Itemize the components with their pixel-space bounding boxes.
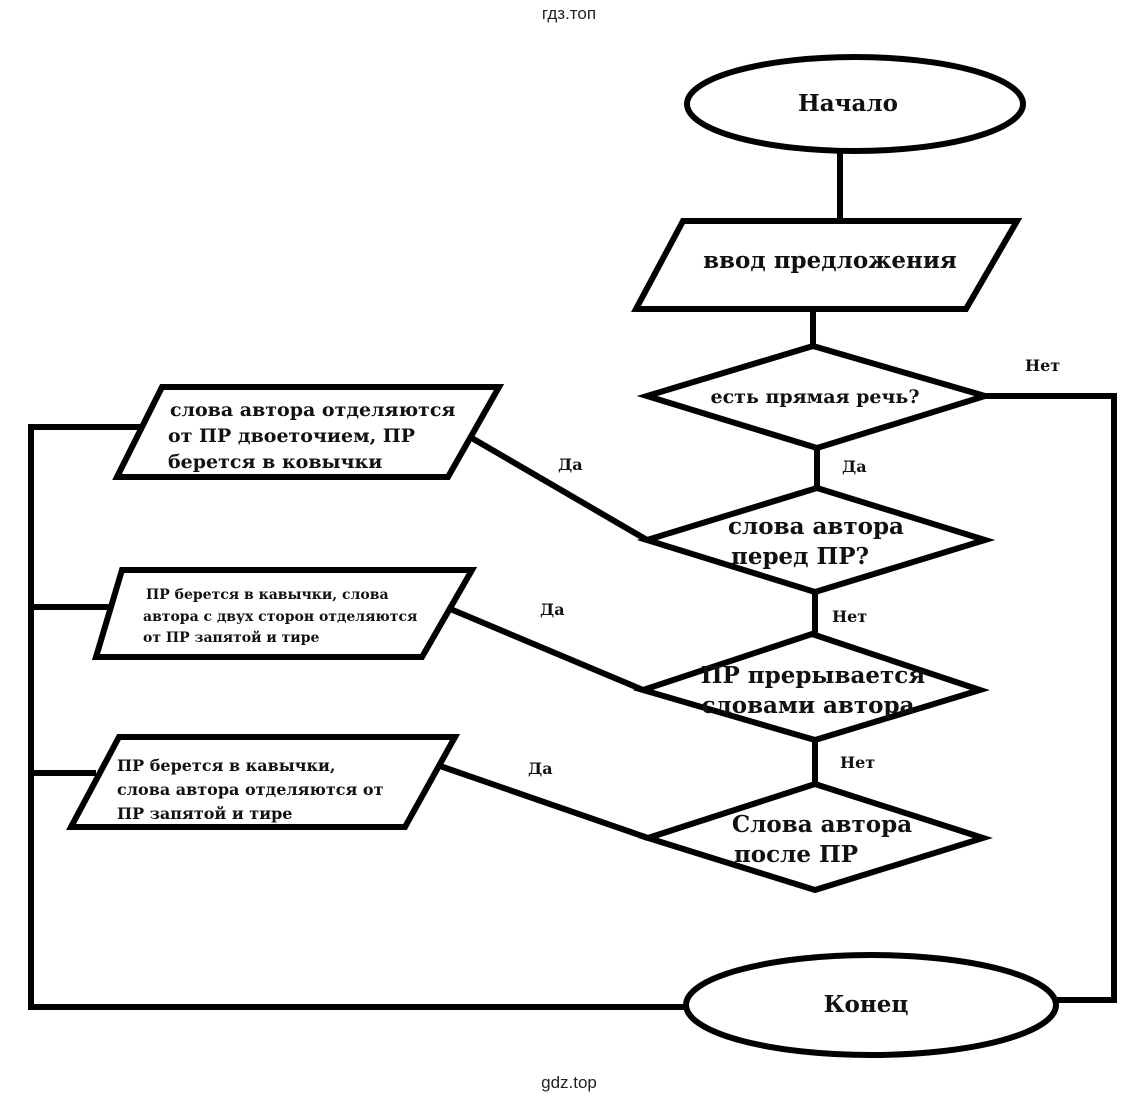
outcome-both-sides-line-2: автора с двух сторон отделяются xyxy=(143,609,417,625)
decision-author-after-line-1: Слова автора xyxy=(732,811,912,838)
label-yes-2: Да xyxy=(558,455,583,474)
outcome-both-sides: ПР берется в кавычки, слова автора с дву… xyxy=(91,567,478,660)
label-no-3: Нет xyxy=(840,753,875,772)
connector-yes-to-outcome-2 xyxy=(446,605,645,693)
input-label: ввод предложения xyxy=(703,247,957,274)
end-label: Конец xyxy=(824,991,909,1018)
end-terminal: Конец xyxy=(683,952,1059,1058)
watermark-top: гдз.топ xyxy=(541,4,597,23)
watermark-bottom: gdz.top xyxy=(541,1073,597,1092)
outcome-colon-quotes-line-3: берется в ковычки xyxy=(168,451,382,473)
decision-author-after: Слова автора после ПР xyxy=(638,780,993,894)
label-yes-3: Да xyxy=(540,600,565,619)
decision-interrupted-line-2: словами автора xyxy=(702,692,915,719)
outcome-colon-quotes-line-1: слова автора отделяются xyxy=(170,399,455,421)
outcome-both-sides-line-3: от ПР запятой и тире xyxy=(143,629,319,646)
label-yes-4: Да xyxy=(528,759,553,778)
outcome-colon-quotes: слова автора отделяются от ПР двоеточием… xyxy=(112,384,505,480)
connector-yes-to-outcome-3 xyxy=(439,763,649,841)
decision-has-direct-speech-label: есть прямая речь? xyxy=(711,386,920,408)
decision-interrupted-line-1: ПР прерывается xyxy=(701,662,925,689)
label-no-2: Нет xyxy=(832,607,867,626)
decision-author-after-line-2: после ПР xyxy=(734,841,858,868)
start-terminal: Начало xyxy=(684,54,1026,154)
decision-interrupted: ПР прерывается словами автора xyxy=(632,630,990,744)
input-block: ввод предложения xyxy=(630,218,1023,312)
decision-author-before-line-2: перед ПР? xyxy=(731,543,869,570)
outcome-after-line-1: ПР берется в кавычки, xyxy=(117,756,335,775)
label-yes-1: Да xyxy=(842,457,867,476)
decision-author-before-line-1: слова автора xyxy=(728,513,904,540)
connectors xyxy=(28,152,1117,1010)
label-no-1: Нет xyxy=(1025,356,1060,375)
start-label: Начало xyxy=(798,90,898,117)
decision-author-before: слова автора перед ПР? xyxy=(636,484,996,596)
outcome-after-line-3: ПР запятой и тире xyxy=(117,804,292,823)
outcome-both-sides-line-1: ПР берется в кавычки, слова xyxy=(146,587,389,603)
connector-yes-to-outcome-1 xyxy=(468,434,649,543)
decision-has-direct-speech: есть прямая речь? xyxy=(636,342,996,452)
connector-no-to-end xyxy=(985,393,1117,1003)
outcome-after: ПР берется в кавычки, слова автора отдел… xyxy=(66,734,461,830)
branch-labels: Нет Да Да Нет Да Нет Да xyxy=(528,356,1060,778)
outcome-colon-quotes-line-2: от ПР двоеточием, ПР xyxy=(168,425,415,447)
outcome-after-line-2: слова автора отделяются от xyxy=(117,780,384,799)
connector-left-return xyxy=(28,424,688,1010)
